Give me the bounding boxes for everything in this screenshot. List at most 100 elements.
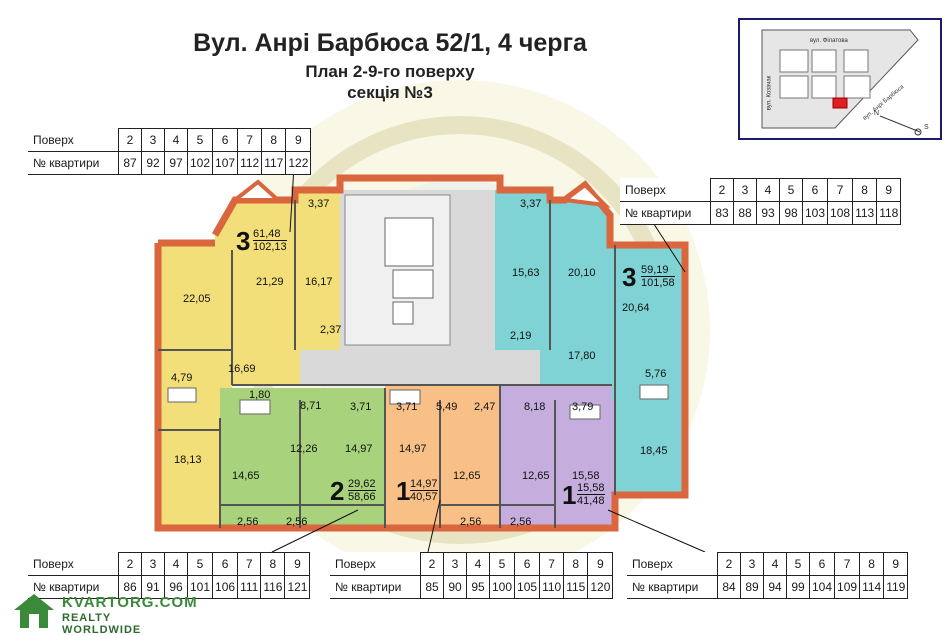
floor-cell: 3: [733, 178, 757, 202]
floor-cell: 4: [466, 552, 490, 576]
interior-walls: [158, 200, 616, 528]
room-area: 18,13: [174, 454, 202, 466]
flat-number-cell: 109: [834, 575, 861, 599]
room-area: 5,49: [436, 401, 458, 413]
apt1-mid-living: 14,97: [410, 478, 438, 491]
apt1-right-total: 41,48: [577, 495, 605, 507]
room-area: 20,10: [568, 267, 596, 279]
floor-cell: 9: [883, 552, 909, 576]
room-area: 3,71: [350, 401, 372, 413]
elevator-2: [392, 301, 414, 325]
floor-row-label: Поверх: [28, 128, 119, 152]
flat-number-cell: 116: [260, 575, 286, 599]
flat-number-cell: 108: [827, 201, 854, 225]
flat-row-label: № квартири: [627, 575, 718, 599]
apt1-right-living: 15,58: [577, 482, 605, 495]
floor-row-label: Поверх: [620, 178, 711, 202]
floor-cell: 5: [779, 178, 803, 202]
room-area: 15,63: [512, 267, 540, 279]
apt3-left-areas: 61,48 102,13: [253, 228, 287, 253]
room-area: 8,71: [300, 400, 322, 412]
room-area: 12,65: [453, 470, 481, 482]
kvartorg-watermark: KVARTORG.COM REALTY WORLDWIDE: [12, 592, 197, 636]
apt2-area: [220, 388, 385, 528]
apt1-right-area: [500, 385, 615, 528]
room-area: 8,18: [524, 401, 546, 413]
flat-number-cell: 101: [186, 575, 214, 599]
floor-cell: 7: [539, 552, 565, 576]
flat-number-cell: 113: [852, 201, 878, 225]
room-area: 14,97: [345, 443, 373, 455]
flat-number-cell: 96: [164, 575, 188, 599]
bathtub-4: [389, 389, 421, 405]
elevator-1: [392, 269, 434, 299]
apt2-total: 58,66: [348, 491, 376, 503]
floor-cell: 3: [740, 552, 764, 576]
exterior-wall: [154, 174, 689, 532]
floor-cell: 4: [164, 128, 188, 152]
floor-cell: 9: [876, 178, 902, 202]
floor-cell: 2: [420, 552, 444, 576]
flat-number-cell: 115: [563, 575, 589, 599]
room-area: 2,56: [510, 516, 532, 528]
floor-cell: 6: [212, 128, 239, 152]
apt1-mid-total: 40,57: [410, 491, 438, 503]
flat-number-cell: 98: [779, 201, 803, 225]
flat-number-cell: 112: [237, 151, 263, 175]
apt1-mid-areas: 14,97 40,57: [410, 478, 438, 503]
flat-number-cell: 119: [883, 575, 909, 599]
apt2-areas: 29,62 58,66: [348, 478, 376, 503]
room-area: 16,69: [228, 363, 256, 375]
flat-number-cell: 110: [539, 575, 565, 599]
apt2-living: 29,62: [348, 478, 376, 491]
floor-row-label: Поверх: [330, 552, 421, 576]
floor-cell: 5: [488, 552, 516, 576]
flat-number-cell: 107: [212, 151, 239, 175]
location-minimap: вул. Філатова вул. Козачак вул. Анрі Бар…: [738, 18, 942, 140]
room-area: 14,65: [232, 470, 260, 482]
room-area: 2,56: [286, 516, 308, 528]
floor-cell: 9: [284, 552, 311, 576]
apt1-mid-rooms: 1: [396, 476, 411, 506]
apt3-left-total: 102,13: [253, 241, 287, 253]
floor-cell: 3: [443, 552, 467, 576]
room-area: 4,79: [171, 372, 193, 384]
apt3-left-rooms: 3: [236, 226, 251, 256]
watermark-tagline: REALTY WORLDWIDE: [62, 612, 142, 636]
room-area: 2,56: [237, 516, 259, 528]
section-subtitle: секція №3: [347, 83, 433, 102]
floor-cell: 8: [852, 178, 878, 202]
floor-cell: 7: [237, 128, 263, 152]
plan-subtitle: План 2-9-го поверху: [305, 62, 475, 81]
floor-cell: 4: [763, 552, 787, 576]
compass-north: N: [874, 110, 880, 117]
flat-number-cell: 87: [118, 151, 142, 175]
flat-number-cell: 94: [763, 575, 787, 599]
room-area: 17,80: [568, 350, 596, 362]
floor-cell: 9: [285, 128, 312, 152]
floor-cell: 3: [141, 552, 165, 576]
flat-number-cell: 89: [740, 575, 764, 599]
flat-row-label: № квартири: [28, 151, 119, 175]
flat-number-cell: 84: [717, 575, 741, 599]
flat-number-cell: 117: [261, 151, 287, 175]
room-area: 20,64: [622, 302, 650, 314]
flat-number-cell: 86: [118, 575, 142, 599]
apt1-mid-area: [385, 385, 500, 528]
room-area: 12,26: [290, 443, 318, 455]
floor-cell: 6: [212, 552, 239, 576]
floor-cell: 4: [756, 178, 780, 202]
floor-cell: 2: [118, 552, 142, 576]
apt3-right-area: [495, 185, 685, 495]
room-area: 18,45: [640, 445, 668, 457]
flat-number-cell: 118: [876, 201, 902, 225]
floor-cell: 7: [827, 178, 854, 202]
street-label-top: вул. Філатова: [810, 38, 848, 44]
house-icon: [14, 594, 54, 628]
floor-cell: 8: [261, 128, 287, 152]
